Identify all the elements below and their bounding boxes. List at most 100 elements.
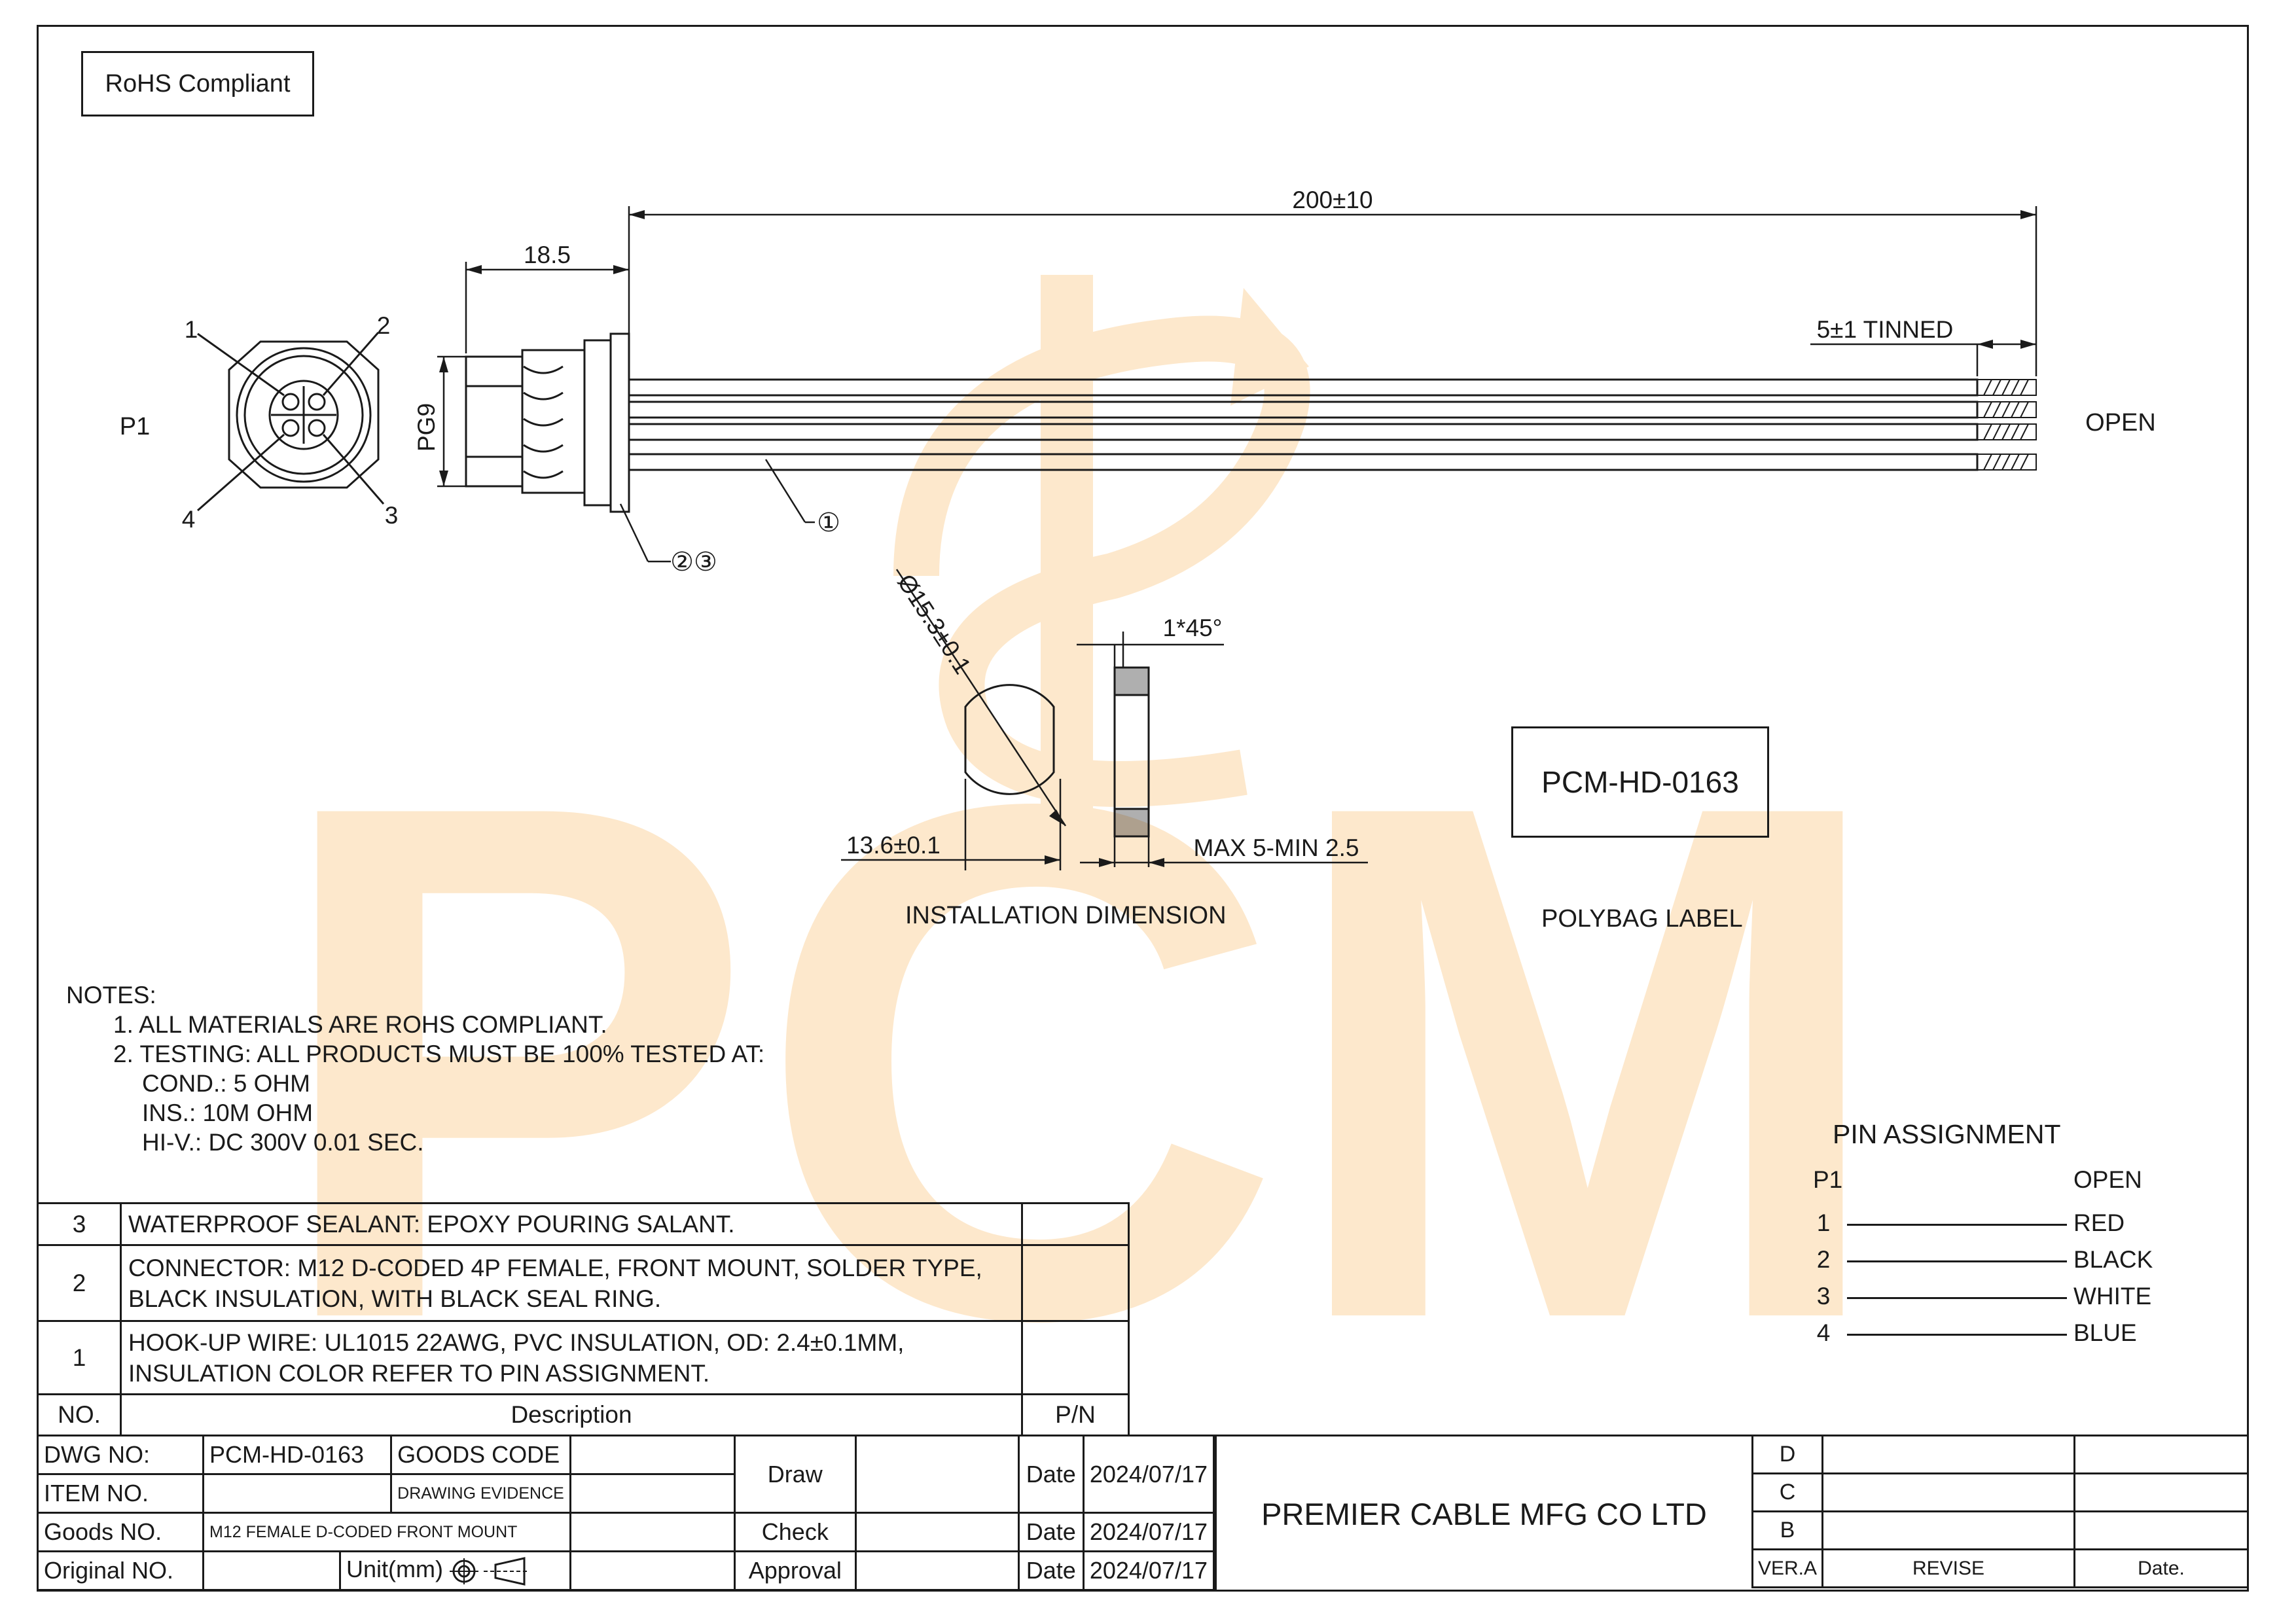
title-row: ITEM NO. DRAWING EVIDENCE (37, 1473, 1214, 1514)
projection-symbol-icon (450, 1556, 528, 1586)
check-label: Check (733, 1512, 857, 1552)
pin-open: BLACK (2073, 1246, 2153, 1273)
goods-code-value (569, 1435, 736, 1475)
pin-line (1847, 1334, 2067, 1336)
dim-tinned: 5±1 TINNED (1817, 316, 1954, 343)
note-sub-item: COND.: 5 OHM (142, 1070, 310, 1097)
wires (628, 378, 2037, 471)
notes-heading: NOTES: (66, 982, 156, 1008)
bom-desc: HOOK-UP WIRE: UL1015 22AWG, PVC INSULATI… (120, 1320, 1023, 1395)
draw-date: 2024/07/17 (1082, 1435, 1215, 1514)
revision-date (2073, 1510, 2249, 1550)
title-row: Original NO. Unit(mm) Approval Date 2024… (37, 1550, 1215, 1591)
bom-header-pn: P/N (1021, 1393, 1130, 1436)
revision-row: D (1751, 1435, 2249, 1474)
check-date-label: Date (1017, 1512, 1085, 1552)
note-item: 2. TESTING: ALL PRODUCTS MUST BE 100% TE… (113, 1041, 765, 1067)
bom-no: 1 (37, 1320, 122, 1395)
pin-number-4: 4 (182, 506, 196, 533)
watermark-arc (893, 315, 1310, 807)
check-date: 2024/07/17 (1082, 1512, 1215, 1552)
revision-date (2073, 1472, 2249, 1512)
bom-pn (1021, 1244, 1130, 1322)
pin-open: BLUE (2073, 1319, 2137, 1346)
bom-header-desc: Description (120, 1393, 1023, 1436)
revision-letter: B (1751, 1510, 1823, 1550)
pin-line (1847, 1260, 2067, 1262)
pin-line (1847, 1297, 2067, 1299)
pin-number-3: 3 (385, 502, 399, 529)
note-item: 1. ALL MATERIALS ARE ROHS COMPLIANT. (113, 1011, 607, 1038)
pin-p1: 2 (1816, 1246, 1831, 1273)
chamfer: 1*45° (1163, 615, 1223, 641)
approval-date-label: Date (1017, 1550, 1085, 1591)
bom-desc: WATERPROOF SEALANT: EPOXY POURING SALANT… (120, 1202, 1023, 1246)
panel-thickness: MAX 5-MIN 2.5 (1194, 834, 1359, 861)
original-no-value (202, 1550, 341, 1591)
connector-side-view (465, 332, 630, 513)
bom-row: 3 WATERPROOF SEALANT: EPOXY POURING SALA… (37, 1202, 1130, 1246)
pin-assignment-left-header: P1 (1813, 1166, 1843, 1193)
item-no-value (202, 1473, 393, 1514)
end-label-open: OPEN (2085, 409, 2156, 437)
bom-no: 2 (37, 1244, 122, 1322)
pin-assignment-row: 3 WHITE (1813, 1283, 2166, 1311)
connector-front-view (197, 332, 385, 512)
dwg-no-value: PCM-HD-0163 (202, 1435, 393, 1475)
original-no-label: Original NO. (37, 1550, 204, 1591)
bom-header-row: NO. Description P/N (37, 1393, 1130, 1436)
pin-p1: 3 (1816, 1283, 1831, 1310)
drawing-frame (37, 25, 2249, 1592)
polybag-label: PCM-HD-0163 (1511, 726, 1769, 838)
revision-desc (1821, 1510, 2075, 1550)
approval-date: 2024/07/17 (1082, 1550, 1215, 1591)
pin-assignment-row: 4 BLUE (1813, 1319, 2166, 1348)
revision-revise-label: REVISE (1821, 1548, 2075, 1588)
dwg-no-label: DWG NO: (37, 1435, 204, 1475)
bom-table: 3 WATERPROOF SEALANT: EPOXY POURING SALA… (37, 1202, 1130, 1436)
pin-number-1: 1 (185, 316, 198, 343)
goods-no-label: Goods NO. (37, 1512, 204, 1552)
pin-assignment-row: 1 RED (1813, 1209, 2166, 1238)
pin-assignment-right-header: OPEN (2073, 1166, 2142, 1193)
pin-line (1847, 1224, 2067, 1226)
arrowheads (439, 210, 2036, 867)
installation-caption: INSTALLATION DIMENSION (905, 902, 1227, 929)
bom-no: 3 (37, 1202, 122, 1246)
revision-row: B (1751, 1510, 2249, 1550)
revision-desc (1821, 1435, 2075, 1474)
revision-letter: C (1751, 1472, 1823, 1512)
callout-wire: ① (817, 508, 840, 537)
dim-connector: 18.5 (524, 241, 571, 268)
revision-letter: D (1751, 1435, 1823, 1474)
bom-pn (1021, 1202, 1130, 1246)
company-name: PREMIER CABLE MFG CO LTD (1215, 1435, 1751, 1592)
unit-cell: Unit(mm) (339, 1550, 571, 1591)
title-block: DWG NO: PCM-HD-0163 GOODS CODE Draw Date… (37, 1435, 1215, 1591)
end-label-p1: P1 (120, 413, 150, 440)
drawing-evidence-label: DRAWING EVIDENCE (390, 1473, 571, 1514)
drawing-evidence-value (569, 1473, 736, 1514)
approval-by (854, 1550, 1020, 1591)
revision-ver-label: VER.A (1751, 1548, 1823, 1588)
goods-no-extra (569, 1512, 736, 1552)
check-by (854, 1512, 1020, 1552)
pin-open: RED (2073, 1209, 2125, 1236)
pin-p1: 4 (1816, 1319, 1831, 1346)
pin-assignment-title: PIN ASSIGNMENT (1833, 1119, 2061, 1149)
flat-width: 13.6±0.1 (846, 832, 941, 859)
title-row: Goods NO. M12 FEMALE D-CODED FRONT MOUNT… (37, 1512, 1215, 1552)
revision-date (2073, 1435, 2249, 1474)
approval-label: Approval (733, 1550, 857, 1591)
goods-code-label: GOODS CODE (390, 1435, 571, 1475)
bom-pn (1021, 1320, 1130, 1395)
callout-connector: ②③ (670, 548, 717, 577)
revision-table: D C B VER.A REVISE Date. (1751, 1435, 2249, 1588)
title-row: DWG NO: PCM-HD-0163 GOODS CODE Draw Date… (37, 1435, 1215, 1514)
item-no-label: ITEM NO. (37, 1473, 204, 1514)
dimension-lines (437, 206, 2037, 563)
rohs-badge: RoHS Compliant (81, 51, 314, 116)
bom-desc: CONNECTOR: M12 D-CODED 4P FEMALE, FRONT … (120, 1244, 1023, 1322)
unit-label: Unit(mm) (346, 1556, 443, 1583)
pin-number-2: 2 (377, 312, 391, 339)
